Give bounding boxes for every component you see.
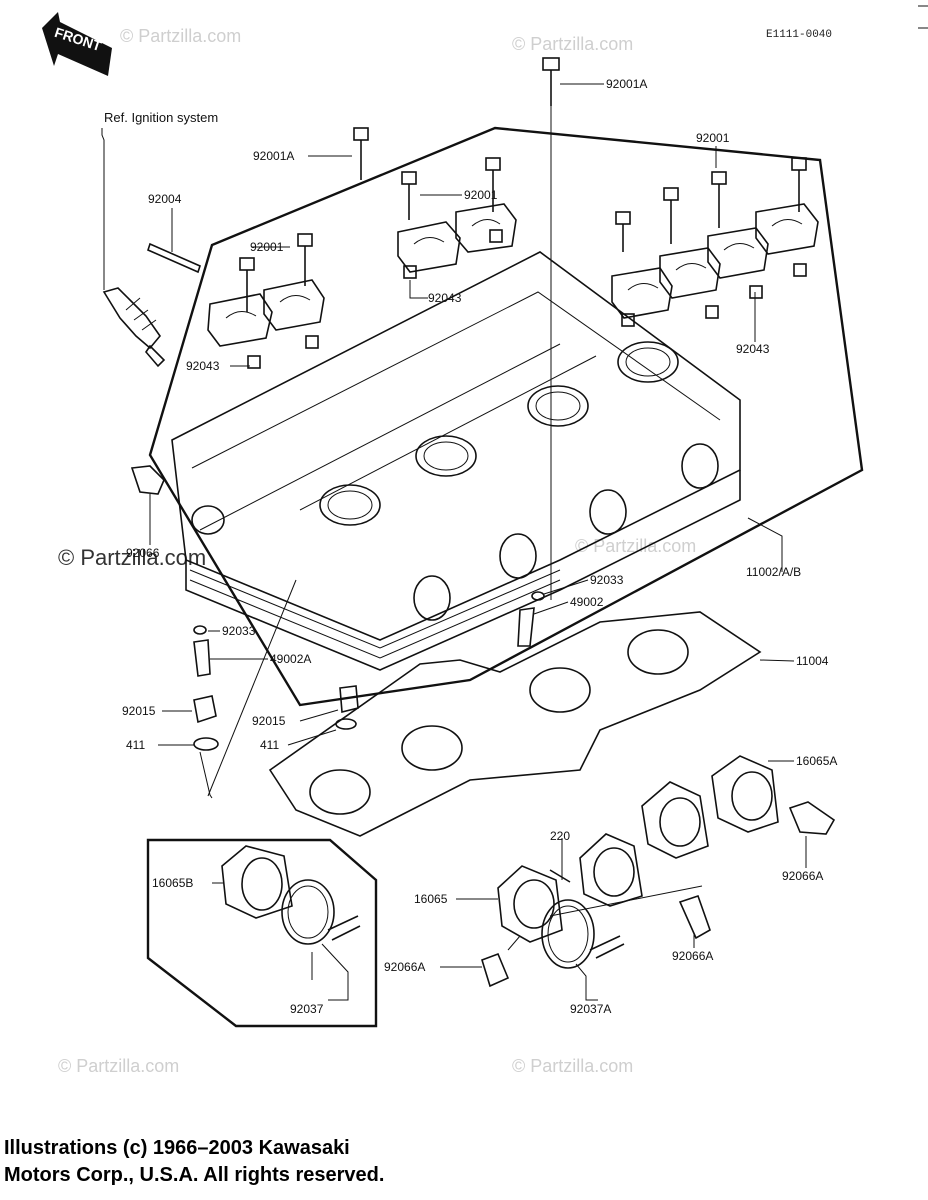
intake-holder-icon (641, 781, 709, 859)
bolt-icon (297, 233, 313, 286)
callout-92001: 92001 (250, 240, 284, 254)
watermark: © Partzilla.com (512, 34, 633, 54)
dowel-pin-icon (489, 229, 503, 243)
bolt-icon (239, 257, 255, 312)
cap-icon (788, 801, 836, 835)
intake-holder-icon (497, 865, 563, 943)
spark-plug-icon (102, 287, 166, 368)
bolt-icon (615, 211, 631, 252)
bolt-icon (711, 171, 727, 228)
watermark: © Partzilla.com (58, 545, 206, 570)
guide-line (507, 885, 703, 951)
watermark: © Partzilla.com (120, 26, 241, 46)
cam-cap-icon (263, 279, 325, 331)
callout-11004: 11004 (796, 654, 829, 668)
front-arrow-icon: FRONT (42, 12, 112, 76)
valve-guide-icon (517, 607, 535, 647)
callout-92001A: 92001A (253, 149, 294, 163)
bracket-icon (130, 465, 165, 495)
screw-icon (589, 935, 625, 959)
watermark: © Partzilla.com (58, 1056, 179, 1076)
callout-92037: 92037 (290, 1002, 324, 1016)
inset-box (146, 838, 378, 1028)
callout-92066A: 92066A (384, 960, 425, 974)
hose-clamp-icon (541, 899, 595, 969)
callout-92043: 92043 (186, 359, 220, 373)
callout-92001: 92001 (696, 131, 730, 145)
callout-16065B: 16065B (152, 876, 193, 890)
callout-92015: 92015 (122, 704, 156, 718)
group-outline (148, 126, 864, 707)
bolt-icon (542, 57, 560, 106)
bolt-icon (401, 171, 417, 220)
intake-holder-icon (579, 833, 643, 907)
dowel-pin-icon (749, 285, 763, 299)
callout-16065A: 16065A (796, 754, 837, 768)
ref-label: Ref. Ignition system (104, 110, 218, 125)
dowel-pin-icon (403, 265, 417, 279)
watermark: © Partzilla.com (512, 1056, 633, 1076)
dowel-pin-icon (247, 355, 261, 369)
cap-icon (481, 952, 510, 988)
diagram-code: E1111-0040 (766, 29, 832, 41)
dowel-pin-icon (705, 305, 719, 319)
cam-cap-icon (207, 293, 273, 347)
callout-220: 220 (550, 829, 570, 843)
callout-49002: 49002 (570, 595, 604, 609)
copyright-notice: Illustrations (c) 1966–2003 Kawasaki Mot… (4, 1135, 384, 1189)
cam-cap-icon (611, 267, 673, 319)
hose-clamp-icon (281, 879, 335, 945)
callout-92033: 92033 (590, 573, 624, 587)
cam-cap-icon (659, 247, 721, 299)
callout-92066A: 92066A (782, 869, 823, 883)
washer-icon (193, 737, 219, 751)
callout-411: 411 (260, 738, 279, 752)
callout-16065: 16065 (414, 892, 448, 906)
cam-cap-icon (455, 203, 517, 253)
cylinder-head-icon (171, 251, 741, 671)
bolt-icon (663, 187, 679, 244)
dowel-pin-icon (793, 263, 807, 277)
callout-11002: 11002/A/B (746, 565, 801, 579)
cam-cap-icon (707, 227, 769, 279)
bolt-icon (353, 127, 369, 180)
o-ring-icon (193, 625, 207, 635)
bolt-icon (485, 157, 501, 212)
cam-cap-icon (397, 221, 461, 273)
callout-92015: 92015 (252, 714, 286, 728)
head-gasket-icon (268, 611, 762, 837)
copyright-line: Motors Corp., U.S.A. All rights reserved… (4, 1164, 385, 1186)
valve-guide-icon (193, 639, 211, 677)
callout-92043: 92043 (736, 342, 770, 356)
callout-92001A: 92001A (606, 77, 647, 91)
cam-cap-icon (755, 203, 819, 255)
callout-92001: 92001 (464, 188, 498, 202)
dowel-pin-icon (621, 313, 635, 327)
callout-92043: 92043 (428, 291, 462, 305)
intake-holder-icon (711, 755, 779, 833)
cap-icon (678, 894, 711, 940)
callout-92004: 92004 (148, 192, 182, 206)
callout-92066: 92066 (126, 546, 160, 560)
o-ring-icon (531, 591, 545, 601)
callout-92037A: 92037A (570, 1002, 611, 1016)
watermark: © Partzilla.com (575, 536, 696, 556)
screw-icon (327, 915, 361, 941)
plug-icon (193, 695, 217, 724)
callout-411: 411 (126, 738, 145, 752)
dowel-pin-icon (305, 335, 319, 349)
callout-92033: 92033 (222, 624, 256, 638)
callout-92066A: 92066A (672, 949, 713, 963)
screw-icon (549, 869, 571, 883)
stud-icon (147, 242, 201, 274)
callout-49002A: 49002A (270, 652, 311, 666)
intake-holder-icon (221, 845, 293, 919)
copyright-line: Illustrations (c) 1966–2003 Kawasaki (4, 1137, 350, 1159)
